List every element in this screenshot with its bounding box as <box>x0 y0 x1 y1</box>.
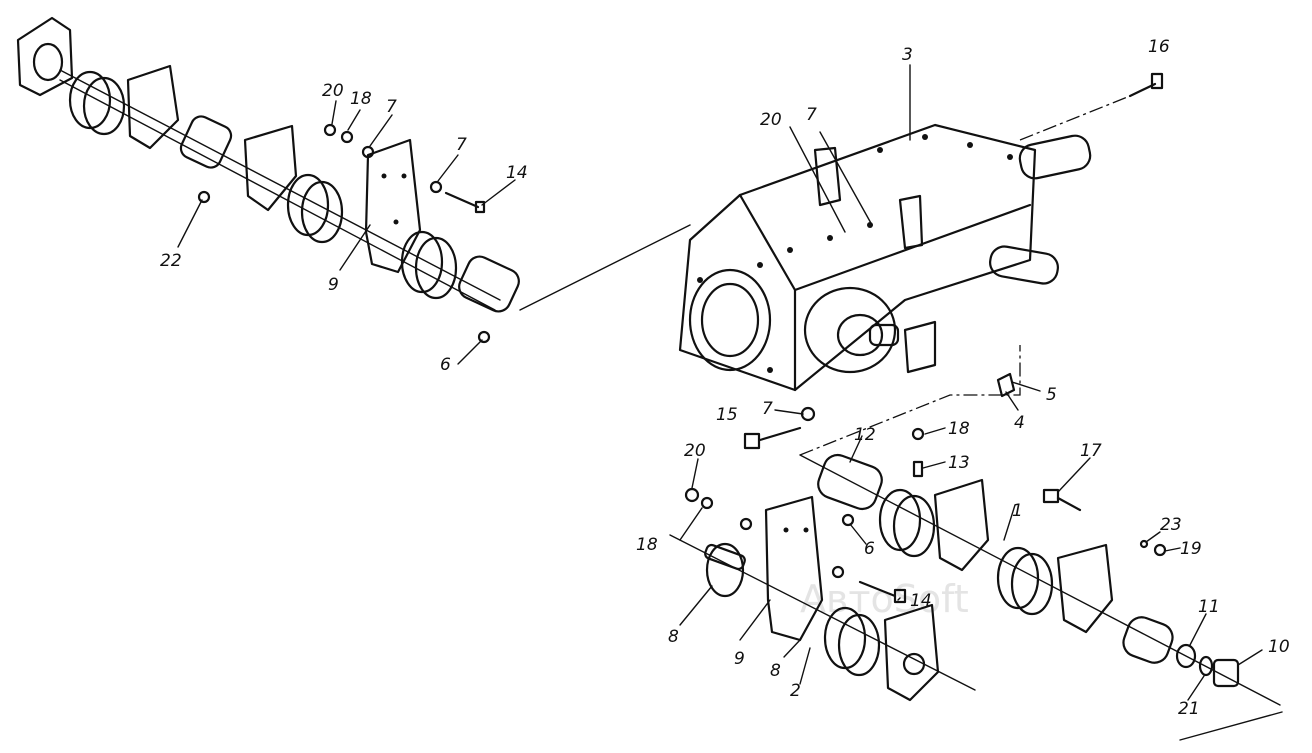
callout-14: 14 <box>506 163 528 183</box>
callout-9: 9 <box>328 275 339 295</box>
callout-3: 3 <box>902 45 913 65</box>
callout-8: 8 <box>668 627 679 647</box>
callout-6: 6 <box>440 355 451 375</box>
callout-20: 20 <box>684 441 706 461</box>
left-shaft-assembly <box>16 16 691 344</box>
callout-11: 11 <box>1198 597 1220 617</box>
callout-9: 9 <box>734 649 745 669</box>
callout-13: 13 <box>948 453 970 473</box>
callout-18: 18 <box>948 419 970 439</box>
callout-7: 7 <box>456 135 467 155</box>
callout-15: 15 <box>716 405 738 425</box>
callout-16: 16 <box>1148 37 1170 57</box>
callout-20: 20 <box>760 110 782 130</box>
callout-17: 17 <box>1080 441 1102 461</box>
callout-12: 12 <box>854 425 876 445</box>
right-shaft-assembly <box>669 345 1283 741</box>
callout-14: 14 <box>910 591 932 611</box>
callout-6: 6 <box>864 539 875 559</box>
callout-22: 22 <box>160 251 182 271</box>
callout-2: 2 <box>790 681 801 701</box>
callout-19: 19 <box>1180 539 1202 559</box>
callout-4: 4 <box>1014 413 1025 433</box>
watermark-text: АвтоSoft <box>800 577 969 621</box>
callout-1: 1 <box>1012 501 1023 521</box>
callout-23: 23 <box>1160 515 1182 535</box>
callout-10: 10 <box>1268 637 1290 657</box>
callout-labels: 20 18 7 7 14 22 9 6 3 16 20 7 5 4 15 7 1… <box>160 37 1290 719</box>
gearbox-housing <box>678 72 1164 392</box>
callout-18: 18 <box>636 535 658 555</box>
callout-7: 7 <box>806 105 817 125</box>
leader-lines <box>177 64 1263 701</box>
callout-5: 5 <box>1046 385 1057 405</box>
callout-8: 8 <box>770 661 781 681</box>
callout-20: 20 <box>322 81 344 101</box>
callout-18: 18 <box>350 89 372 109</box>
callout-21: 21 <box>1178 699 1200 719</box>
callout-7: 7 <box>762 399 773 419</box>
callout-7: 7 <box>386 97 397 117</box>
